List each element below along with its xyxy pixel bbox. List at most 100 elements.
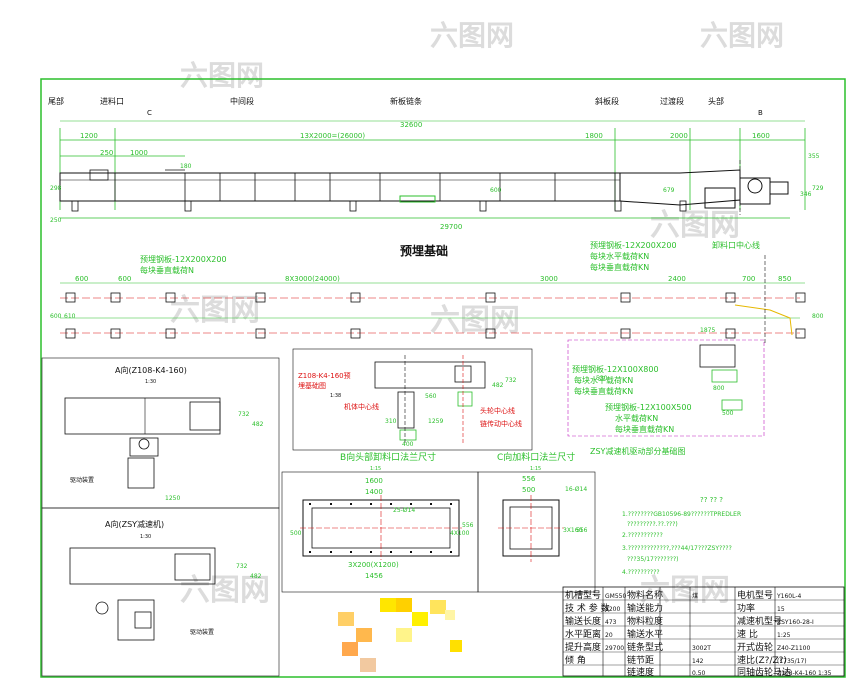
flange-b-dim-1600: 1600: [365, 477, 383, 485]
flange-b-dim-1456: 1456: [365, 572, 383, 580]
dim-29700: 29700: [440, 223, 462, 231]
note-3b: ???35/17???????): [627, 556, 678, 563]
view-b-head-cl: 头轮中心线: [480, 406, 515, 415]
table-mid-value-5: 142: [692, 658, 704, 665]
table-left-label-1: 技 术 参 数: [565, 602, 610, 614]
view-a1: A向(Z108-K4-160) 1:30 驱动装置 1250 732 482: [41, 357, 280, 509]
view-a2-drive-label: 驱动装置: [190, 628, 214, 636]
table-mid-label-2: 物料粒度: [627, 615, 663, 627]
dim-1200: 1200: [80, 132, 98, 140]
view-a2-scale: 1:30: [140, 534, 151, 540]
watermark-text: 六图网: [430, 19, 514, 52]
table-mid-value-6: 0.50: [692, 670, 706, 677]
dim-298: 298: [50, 185, 62, 192]
table-left-value-3: 20: [605, 632, 613, 639]
view-a1-scale: 1:30: [145, 379, 156, 385]
flange-c: 556 500 16-Ø14 3X160 556: [477, 471, 596, 593]
dim-2000: 2000: [670, 132, 688, 140]
dim-355: 355: [808, 153, 820, 160]
table-mid-label-1: 输送能力: [627, 602, 663, 614]
zsy-load1a: 每块水平载荷KN: [574, 375, 633, 385]
watermark-text: 六图网: [170, 293, 260, 328]
notes-title: ?? ?? ?: [700, 496, 723, 504]
dim-32600: 32600: [400, 121, 422, 129]
view-a1-dim-732: 732: [238, 411, 250, 418]
note-2: 2.???????????: [622, 532, 663, 539]
watermark-text: 六图网: [180, 59, 264, 92]
view-b-body-cl: 机体中心线: [344, 402, 379, 411]
view-b-title1: Z108-K4-160预: [298, 371, 351, 380]
flange-b-dim-500: 500: [290, 530, 302, 537]
fdim-800: 800: [812, 313, 824, 320]
fdim-8x3000: 8X3000(24000): [285, 275, 340, 283]
table-right-label-4: 开式齿轮: [737, 641, 773, 653]
view-a1-dim-1250: 1250: [165, 495, 180, 502]
drawing-frame: [40, 78, 846, 678]
view-b-dim-560: 560: [425, 393, 437, 400]
watermark-text: 六图网: [180, 573, 270, 608]
table-right-value-6: Z108-K4-160 1:35: [777, 670, 832, 677]
table-mid-label-5: 链节距: [627, 654, 654, 666]
parameter-table: 机槽型号 技 术 参 数 输送长度 水平距离 提升高度 倾 角 GM550 82…: [562, 586, 845, 678]
view-a2: A向(ZSY减速机) 1:30 驱动装置 732 482: [41, 507, 280, 677]
table-mid-value-4: 3002T: [692, 645, 711, 652]
view-b-dim-482: 482: [492, 382, 504, 389]
foundation-title: 预埋基础: [400, 243, 448, 258]
foundation-discharge-cl: 卸料口中心线: [712, 240, 760, 250]
table-right-value-5: (1735/17): [777, 658, 807, 665]
table-left-label-5: 倾 角: [565, 654, 586, 666]
note-1b: ?????????.??.???): [627, 521, 678, 528]
zsy-dim-530: 530: [596, 375, 608, 382]
dim-600: 600: [490, 187, 502, 194]
foundation-plate2-label: 预埋钢板-12X200X200: [590, 240, 677, 250]
view-a1-drive-label: 驱动装置: [70, 476, 94, 484]
watermark-text: 六图网: [640, 573, 730, 608]
fdim-850: 850: [778, 275, 791, 283]
foundation-load2b-label: 每块垂直载荷KN: [590, 262, 649, 272]
flange-c-dim-556r: 556: [576, 527, 588, 534]
note-1: 1.????????GB10596-89??????TPREDLER: [622, 511, 741, 518]
technical-notes: ?? ?? ? 1.????????GB10596-89??????TPREDL…: [622, 496, 741, 576]
table-left-label-4: 提升高度: [565, 641, 601, 653]
dim-250b: 250: [50, 217, 62, 224]
watermark-layer: 六图网 六图网 六图网 六图网 六图网 六图网 六图网 六图网: [170, 19, 784, 608]
view-b-scale: 1:38: [330, 393, 341, 399]
dim-250: 250: [100, 149, 113, 157]
fdim-3000: 3000: [540, 275, 558, 283]
label-b-mark: B: [758, 109, 763, 117]
fdim-600a: 600: [75, 275, 88, 283]
zsy-title: ZSY减速机驱动部分基础图: [590, 446, 685, 456]
foundation-plan: 预埋基础 预埋钢板-12X200X200 每块垂直载荷N 预埋钢板-12X200…: [50, 240, 824, 345]
foundation-plate-label: 预埋钢板-12X200X200: [140, 254, 227, 264]
dim-729: 729: [812, 185, 824, 192]
view-b-dim-310: 310: [385, 418, 397, 425]
table-mid-label-6: 链速度: [627, 666, 654, 678]
dim-1000: 1000: [130, 149, 148, 157]
table-right-value-0: Y160L-4: [776, 593, 802, 600]
table-left-value-4: 29700: [605, 645, 624, 652]
flange-b-dim-1400: 1400: [365, 488, 383, 496]
table-mid-label-4: 链条型式: [627, 641, 663, 653]
table-right-value-3: 1:25: [777, 632, 791, 639]
table-left-value-0: GM550: [605, 593, 626, 600]
fdim-600c: 600: [50, 313, 62, 320]
fdim-1875: 1875: [700, 327, 715, 334]
label-middle: 中间段: [230, 96, 254, 106]
dim-346: 346: [800, 191, 812, 198]
table-right-value-4: Z40-Z1100: [777, 645, 810, 652]
main-side-view: 尾部 进料口 中间段 新板链条 斜板段 过渡段 头部 C B 1200 13X2…: [48, 96, 824, 231]
watermark-text: 六图网: [650, 208, 740, 243]
flange-c-dim-3x160: 3X160: [563, 527, 583, 534]
watermark-text: 六图网: [700, 19, 784, 52]
dim-180: 180: [180, 163, 192, 170]
flange-b-bottom: 3X200(X1200): [348, 561, 399, 569]
flange-c-title: C向加料口法兰尺寸: [497, 451, 575, 463]
label-incline: 斜板段: [595, 96, 619, 106]
view-a2-dim-482: 482: [250, 573, 262, 580]
watermark-text: 六图网: [430, 303, 520, 338]
zsy-foundation-detail: 预埋钢板-12X100X800 每块水平载荷KN 每块垂直载荷KN 预埋钢板-1…: [567, 339, 765, 456]
fdim-600b: 600: [118, 275, 131, 283]
view-a2-dim-732: 732: [236, 563, 248, 570]
table-left-label-3: 水平距离: [565, 628, 601, 640]
